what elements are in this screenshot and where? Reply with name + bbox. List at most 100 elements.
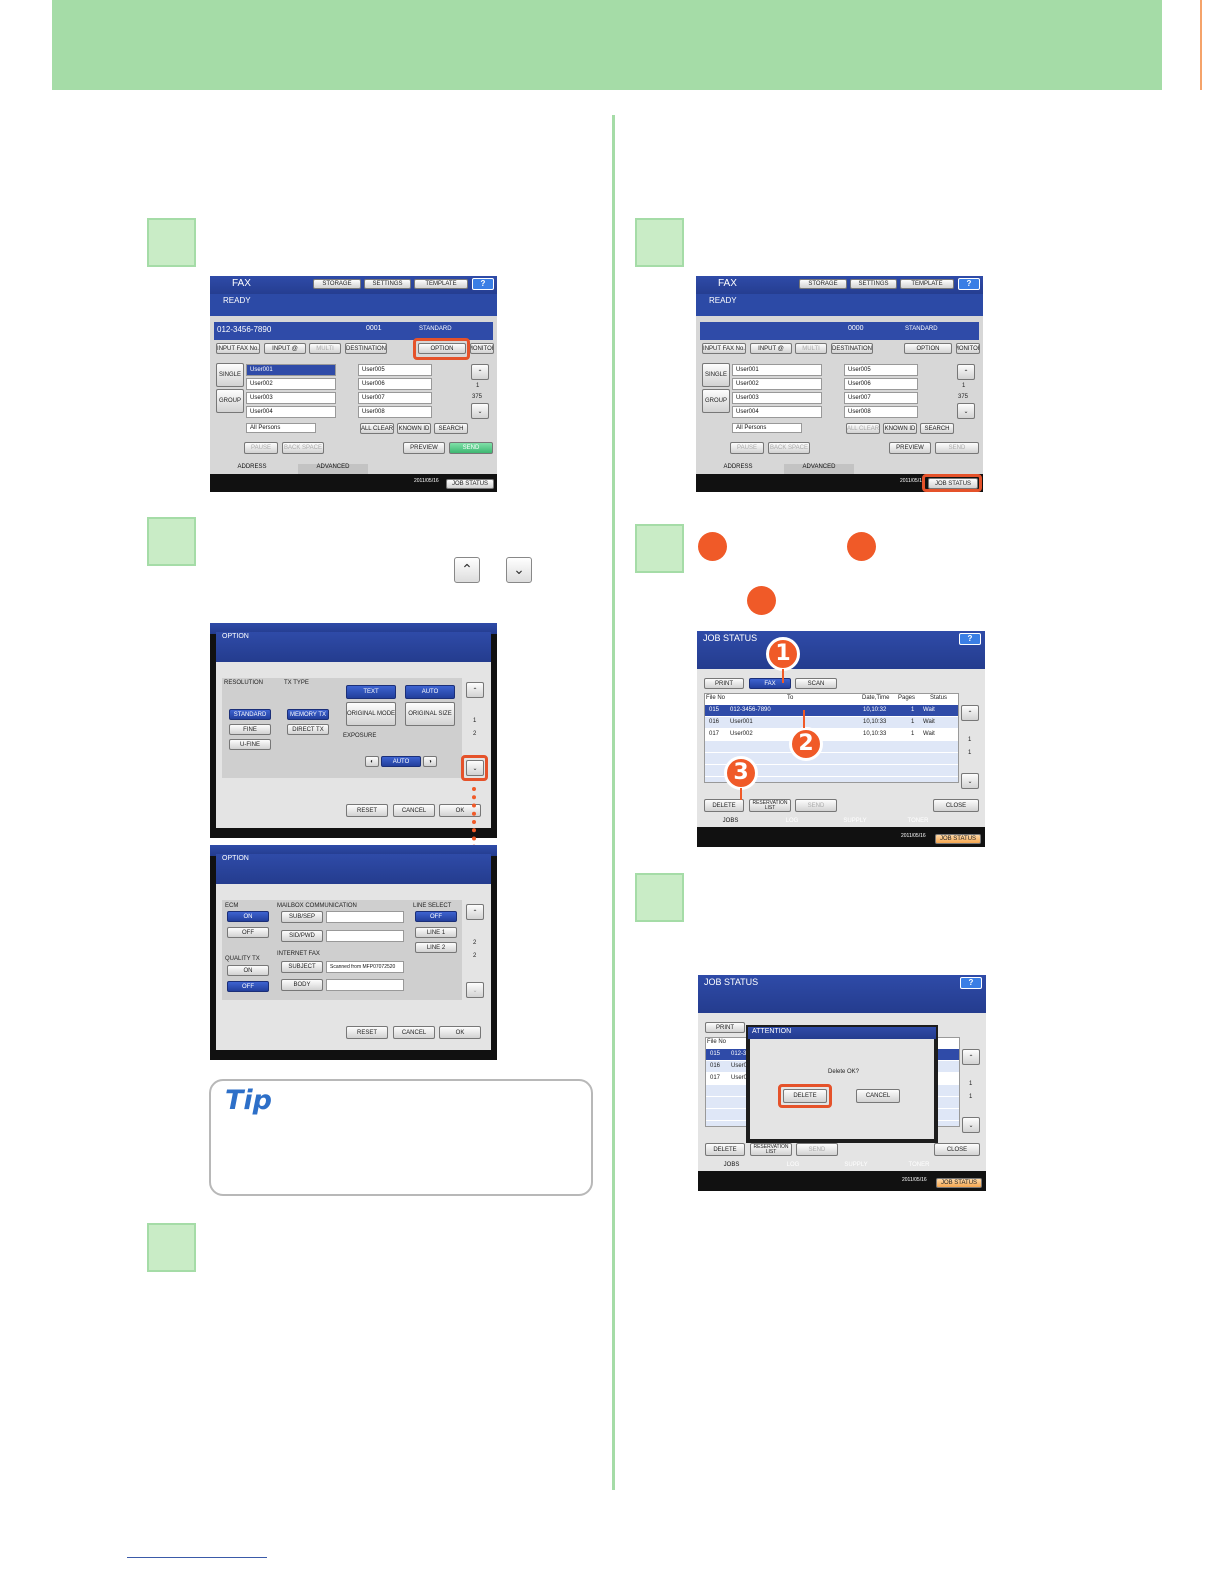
body-field[interactable] [326,979,404,991]
delete-button[interactable]: DELETE [704,799,744,812]
dialog-cancel-button[interactable]: CANCEL [856,1089,900,1103]
subject-button[interactable]: SUBJECT [281,961,323,973]
memory-tx[interactable]: MEMORY TX [287,709,329,720]
entry-user005[interactable]: User005 [358,364,432,376]
quality-on[interactable]: ON [227,965,269,976]
original-mode-button[interactable]: ORIGINAL MODE [346,702,396,726]
single-tab[interactable]: SINGLE [702,363,730,387]
send-button[interactable]: SEND [795,799,837,812]
direct-tx[interactable]: DIRECT TX [287,724,329,735]
res-ufine[interactable]: U-FINE [229,739,271,750]
entry-user006[interactable]: User006 [358,378,432,390]
entry-user001[interactable]: User001 [732,364,822,376]
close-button[interactable]: CLOSE [933,799,979,812]
group-tab[interactable]: GROUP [216,389,244,413]
delete-button[interactable]: DELETE [705,1143,745,1156]
multi-button[interactable]: MULTI [309,343,341,354]
tab-toner[interactable]: TONER [908,1162,930,1168]
job-status-button[interactable]: JOB STATUS [936,1178,982,1188]
entry-user001[interactable]: User001 [246,364,336,376]
table-row[interactable] [705,705,958,716]
table-row[interactable] [705,717,958,728]
option-button[interactable]: OPTION [904,343,952,354]
job-status-button[interactable]: JOB STATUS [446,479,494,489]
storage-button[interactable]: STORAGE [799,279,847,289]
scroll-down-button[interactable]: ⌄ [962,1117,980,1133]
entry-user004[interactable]: User004 [732,406,822,418]
monitor-button[interactable]: MONITOR [470,343,494,354]
res-standard[interactable]: STANDARD [229,709,271,720]
entry-user002[interactable]: User002 [246,378,336,390]
line-1[interactable]: LINE 1 [415,927,457,938]
tab-jobs[interactable]: JOBS [703,818,758,827]
job-status-button[interactable]: JOB STATUS [928,478,978,489]
backspace-button[interactable]: BACK SPACE [282,442,324,454]
scroll-up-button[interactable]: ⌃ [466,682,484,698]
send-button[interactable]: SEND [796,1143,838,1156]
help-button[interactable]: ? [958,278,980,290]
entry-user006[interactable]: User006 [844,378,918,390]
entry-user008[interactable]: User008 [358,406,432,418]
scroll-up-button[interactable]: ⌃ [466,904,484,920]
tab-supply[interactable]: SUPPLY [844,1162,868,1168]
table-row[interactable] [705,729,958,740]
input-fax-button[interactable]: INPUT FAX No. [702,343,746,354]
text-mode[interactable]: TEXT [346,685,396,699]
template-button[interactable]: TEMPLATE [414,279,468,289]
help-button[interactable]: ? [472,278,494,290]
search-button[interactable]: SEARCH [434,423,468,434]
settings-button[interactable]: SETTINGS [850,279,897,289]
preview-button[interactable]: PREVIEW [403,442,445,454]
tab-advanced[interactable]: ADVANCED [298,464,368,474]
help-button[interactable]: ? [960,977,982,989]
subject-field[interactable]: Scanned from MFP07072520 [326,961,404,973]
reset-button[interactable]: RESET [346,804,388,817]
search-button[interactable]: SEARCH [920,423,954,434]
pause-button[interactable]: PAUSE [244,442,278,454]
close-button[interactable]: CLOSE [934,1143,980,1156]
tab-address[interactable]: ADDRESS [708,464,768,474]
tab-fax[interactable]: FAX [749,678,791,689]
group-tab[interactable]: GROUP [702,389,730,413]
ecm-off[interactable]: OFF [227,927,269,938]
cancel-button[interactable]: CANCEL [393,804,435,817]
send-button[interactable]: SEND [449,442,493,454]
input-email-button[interactable]: INPUT @ [750,343,792,354]
template-button[interactable]: TEMPLATE [900,279,954,289]
line-off[interactable]: OFF [415,911,457,922]
scroll-up-button[interactable]: ⌃ [471,364,489,380]
sub-field[interactable] [326,911,404,923]
tab-address[interactable]: ADDRESS [222,464,282,474]
scroll-down-button[interactable]: ⌄ [961,773,979,789]
input-fax-button[interactable]: INPUT FAX No. [216,343,260,354]
multi-button[interactable]: MULTI [795,343,827,354]
entry-user002[interactable]: User002 [732,378,822,390]
tab-log[interactable]: LOG [786,1162,800,1168]
tab-scan[interactable]: SCAN [795,678,837,689]
destination-button[interactable]: DESTINATION [831,343,873,354]
res-fine[interactable]: FINE [229,724,271,735]
tab-print[interactable]: PRINT [704,678,744,689]
exposure-dark[interactable]: ◑ [423,756,437,767]
auto-size[interactable]: AUTO [405,685,455,699]
input-email-button[interactable]: INPUT @ [264,343,306,354]
line-2[interactable]: LINE 2 [415,942,457,953]
entry-user007[interactable]: User007 [358,392,432,404]
help-button[interactable]: ? [959,633,981,645]
entry-user005[interactable]: User005 [844,364,918,376]
sid-field[interactable] [326,930,404,942]
ecm-on[interactable]: ON [227,911,269,922]
sub-sep-button[interactable]: SUB/SEP [281,911,323,923]
exposure-light[interactable]: ◐ [365,756,379,767]
scroll-down-button[interactable]: ⌄ [466,982,484,998]
original-size-button[interactable]: ORIGINAL SIZE [405,702,455,726]
scroll-up-button[interactable]: ⌃ [961,705,979,721]
ok-button[interactable]: OK [439,1026,481,1039]
scroll-down-button[interactable]: ⌄ [471,403,489,419]
storage-button[interactable]: STORAGE [313,279,361,289]
all-clear-button[interactable]: ALL CLEAR [846,423,880,434]
entry-user008[interactable]: User008 [844,406,918,418]
preview-button[interactable]: PREVIEW [889,442,931,454]
send-button[interactable]: SEND [935,442,979,454]
tab-supply[interactable]: SUPPLY [843,818,867,824]
